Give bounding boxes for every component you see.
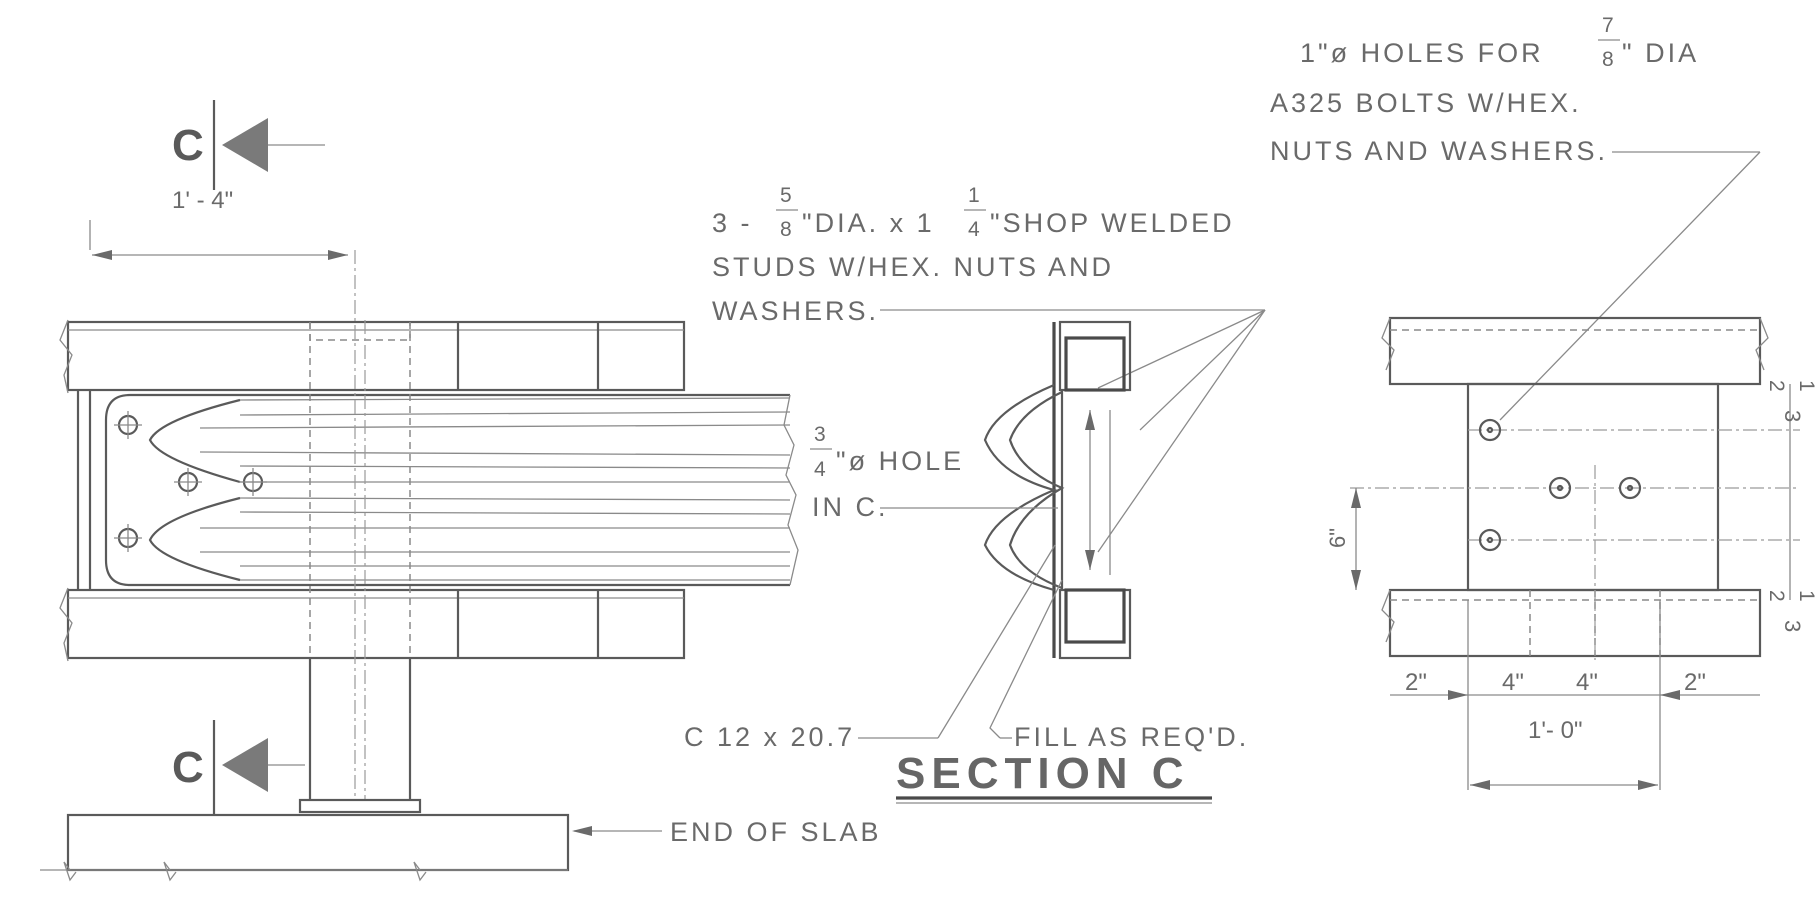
bolt-detail-view: 1"ø HOLES FOR 7 8 " DIA A325 BOLTS W/HEX…	[1270, 14, 1816, 790]
section-mark-top: C	[172, 100, 325, 190]
stud-note-frac1-den: 8	[780, 218, 792, 241]
section-mark-letter: C	[172, 121, 204, 170]
stud-note-frac2-den: 4	[968, 218, 980, 241]
section-mark-bottom: C	[172, 720, 305, 815]
dim-v2-whole: 3	[1780, 620, 1805, 632]
channel-label: C 12 x 20.7	[684, 722, 855, 752]
bolt-note-num: 7	[1602, 14, 1614, 37]
bolt-note-line3: NUTS AND WASHERS.	[1270, 136, 1608, 166]
dim-6in: 6"	[1325, 528, 1350, 548]
stud-note-line2: STUDS W/HEX. NUTS AND	[712, 252, 1114, 282]
stud-note-mid: "DIA. x 1	[802, 208, 935, 238]
bolt-note-den: 8	[1602, 48, 1614, 71]
dim-2in-left: 2"	[1405, 669, 1427, 696]
bolt-note-lead: 1"ø HOLES FOR	[1300, 38, 1544, 68]
dim-v1-num: 1	[1795, 380, 1816, 392]
dim-1ft4in: 1' - 4"	[89, 187, 348, 260]
hole-note: 3 4 "ø HOLE IN C.	[810, 423, 1058, 522]
dim-4in-b: 4"	[1576, 669, 1598, 696]
stud-note: 3 - 5 8 "DIA. x 1 1 4 "SHOP WELDED STUDS…	[712, 184, 1266, 553]
dim-1ft0in: 1'- 0"	[1528, 717, 1582, 744]
stud-note-line3: WASHERS.	[712, 296, 879, 326]
end-of-slab-label: END OF SLAB	[670, 817, 882, 847]
section-c-view: 3 - 5 8 "DIA. x 1 1 4 "SHOP WELDED STUDS…	[684, 184, 1266, 804]
stud-note-frac2-num: 1	[968, 184, 980, 207]
dim-v1-den: 2	[1765, 380, 1788, 392]
elevation-view: C 1' - 4"	[40, 100, 882, 882]
stud-note-suffix: "SHOP WELDED	[990, 208, 1235, 238]
dim-v2-num: 1	[1795, 590, 1816, 602]
dim-1ft4in-label: 1' - 4"	[172, 187, 233, 214]
section-title: SECTION C	[896, 749, 1190, 798]
bolt-note-line2: A325 BOLTS W/HEX.	[1270, 88, 1582, 118]
hole-note-line1: "ø HOLE	[836, 446, 964, 476]
bolt-note-tail: " DIA	[1622, 38, 1699, 68]
bolt-holes-elevation	[114, 411, 267, 552]
fill-label: FILL AS REQ'D.	[1014, 722, 1249, 752]
section-mark-letter-bottom: C	[172, 743, 204, 792]
bolt-note: 1"ø HOLES FOR 7 8 " DIA A325 BOLTS W/HEX…	[1270, 14, 1761, 421]
dim-4in-a: 4"	[1502, 669, 1524, 696]
hole-note-num: 3	[814, 423, 826, 446]
hole-note-den: 4	[814, 458, 826, 481]
dim-2in-right: 2"	[1684, 669, 1706, 696]
stud-note-prefix: 3 -	[712, 208, 753, 238]
hole-note-line2: IN C.	[812, 492, 889, 522]
dim-v2-den: 2	[1765, 590, 1788, 602]
dim-v1-whole: 3	[1780, 410, 1805, 422]
stud-note-frac1-num: 5	[780, 184, 792, 207]
